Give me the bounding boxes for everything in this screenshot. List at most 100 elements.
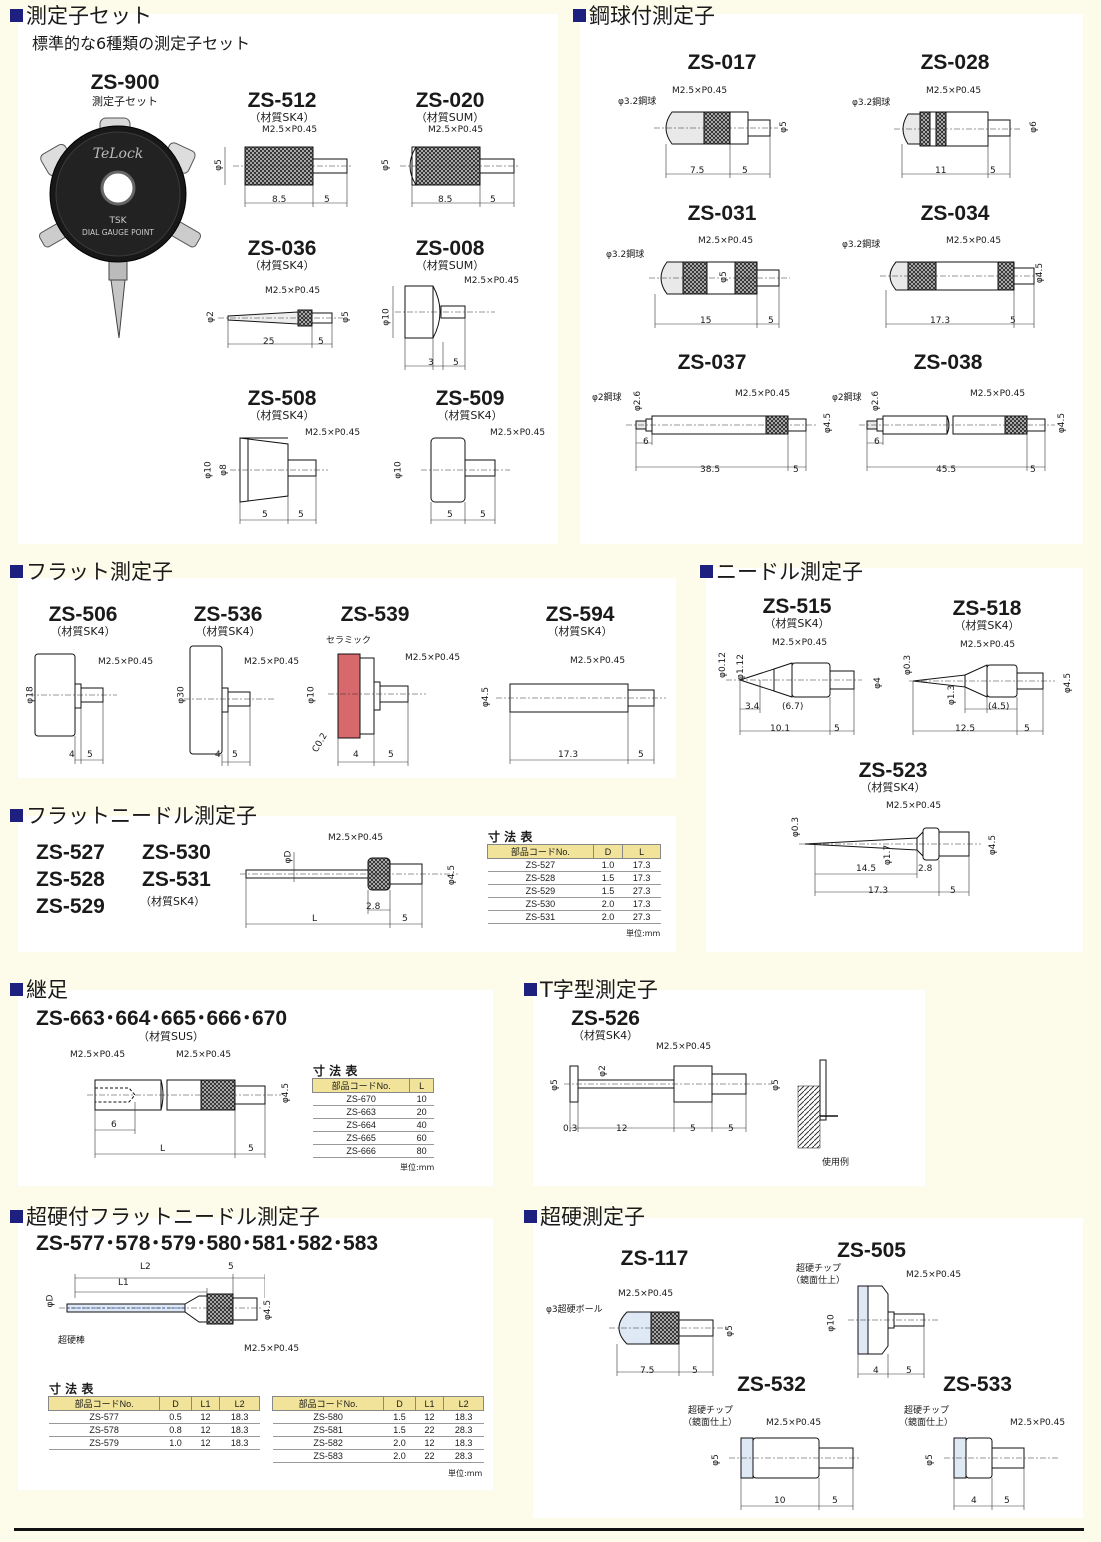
zs034-len2: 5 <box>1010 316 1016 326</box>
zs034-drawing <box>880 261 1044 328</box>
zs523-tip-dia: φ0.3 <box>791 816 802 838</box>
flat-needle-material: （材質SK4） <box>140 895 206 908</box>
extension-table-title: 寸 法 表 <box>313 1064 358 1078</box>
zs515-dia: φ4 <box>872 677 883 689</box>
extension-len-bore: 6 <box>111 1120 117 1130</box>
square-bullet-icon <box>700 565 713 578</box>
carbide-flat-needle-drawing <box>59 1274 265 1325</box>
extension-material: （材質SUS） <box>138 1030 205 1043</box>
square-bullet-icon <box>573 9 586 22</box>
zs036-len1: 25 <box>263 337 275 347</box>
zs539-thread-dim: M2.5×P0.45 <box>405 653 461 663</box>
zs037-len2: 5 <box>793 465 799 475</box>
zs539-ceramic: セラミック <box>326 636 372 646</box>
zs594-len2: 5 <box>638 750 644 760</box>
zs008-len1: 3 <box>428 358 434 368</box>
carbide-needle-len-l2: L2 <box>140 1262 151 1272</box>
zs509-len1: 5 <box>447 510 453 520</box>
section-title-carbide-flat-needle: 超硬付フラットニードル測定子 <box>10 1205 320 1229</box>
zs536-drawing <box>184 645 276 766</box>
model-zs034: ZS-034 <box>920 202 990 225</box>
zs031-thread-dim: M2.5×P0.45 <box>698 236 754 246</box>
zs508-inner-dia: φ8 <box>218 464 229 476</box>
extension-dia: φ4.5 <box>281 1082 292 1104</box>
zs594-dia: φ4.5 <box>481 686 492 708</box>
zs038-len1: 45.5 <box>936 465 957 475</box>
zs036-len2: 5 <box>318 337 324 347</box>
zs518-tip-dia: φ0.3 <box>903 654 914 676</box>
zs505-drawing <box>848 1285 940 1378</box>
flat-needle-len2: 5 <box>402 914 408 924</box>
zs523-len-needle: 14.5 <box>856 864 877 874</box>
zs515-neck-dia: φ1.12 <box>735 654 746 680</box>
zs533-dia: φ5 <box>924 1454 935 1466</box>
zs512-thread-dim: M2.5×P0.45 <box>262 125 318 135</box>
square-bullet-icon <box>10 983 23 996</box>
zs031-len1: 15 <box>700 316 712 326</box>
zs037-ball: φ2鋼球 <box>592 393 622 403</box>
section-title-tip-set: 測定子セット <box>10 4 152 28</box>
model-zs532: ZS-532 <box>737 1373 806 1396</box>
model-zs531: ZS-531 <box>142 868 211 891</box>
zs117-dia: φ5 <box>724 1325 735 1337</box>
model-zs506: ZS-506 <box>48 603 118 626</box>
carbide-needle-len-l1: L1 <box>118 1278 129 1288</box>
zs037-dia: φ4.5 <box>823 412 834 434</box>
zs008-len2: 5 <box>453 358 459 368</box>
zs505-thread-dim: M2.5×P0.45 <box>906 1270 962 1280</box>
model-zs530: ZS-530 <box>142 841 211 864</box>
zs037-len-tip: 6 <box>643 437 649 447</box>
model-zs594: ZS-594 <box>545 603 615 626</box>
square-bullet-icon <box>10 809 23 822</box>
model-zs900-desc: 測定子セット <box>92 95 158 108</box>
zs518-len1: 12.5 <box>955 724 976 734</box>
model-zs900: ZS-900 <box>90 71 160 94</box>
zs533-drawing <box>944 1437 1060 1510</box>
zs017-len1: 7.5 <box>690 166 705 176</box>
flat-needle-table-unit: 単位:mm <box>626 929 661 938</box>
zs532-chip-finish: （鏡面仕上） <box>683 1418 738 1428</box>
zs526-shaft-dia: φ2 <box>597 1065 608 1077</box>
zs034-thread-dim: M2.5×P0.45 <box>946 236 1002 246</box>
model-zs536: ZS-536 <box>193 603 263 626</box>
model-carbide-flat-needle: ZS-577･578･579･580･581･582･583 <box>36 1232 379 1255</box>
model-zs031: ZS-031 <box>687 202 757 225</box>
model-zs020-material: （材質SUM） <box>415 111 485 124</box>
zs526-thread-dim: M2.5×P0.45 <box>656 1042 712 1052</box>
zs020-thread-dim: M2.5×P0.45 <box>428 125 484 135</box>
zs523-len-collar: 2.8 <box>918 864 933 874</box>
zs028-drawing <box>894 111 1022 178</box>
zs117-len1: 7.5 <box>640 1366 655 1376</box>
model-zs036: ZS-036 <box>247 237 317 260</box>
zs037-drawing <box>626 415 816 471</box>
page-bottom-rule <box>14 1528 1084 1531</box>
dial-line1-text: TSK <box>108 216 127 226</box>
zs008-dia: φ10 <box>381 308 392 326</box>
zs034-ball: φ3.2鋼球 <box>842 240 881 250</box>
carbide-needle-dia: φ4.5 <box>263 1299 274 1321</box>
square-bullet-icon <box>524 983 537 996</box>
zs515-thread-dim: M2.5×P0.45 <box>772 638 828 648</box>
model-zs528: ZS-528 <box>36 868 105 891</box>
table-header-row: 部品コードNo.L <box>311 1078 434 1093</box>
zs509-thread-dim: M2.5×P0.45 <box>490 428 546 438</box>
extension-len-l: L <box>160 1144 166 1154</box>
carbide-needle-len-thread: 5 <box>228 1262 234 1272</box>
zs038-len-tip: 6 <box>874 437 880 447</box>
model-zs508: ZS-508 <box>247 387 317 410</box>
zs533-thread-dim: M2.5×P0.45 <box>1010 1418 1066 1428</box>
zs518-neck-dia: φ1.3 <box>947 684 958 706</box>
extension-drawing <box>87 1079 281 1158</box>
zs028-ball: φ3.2鋼球 <box>852 98 891 108</box>
zs117-len2: 5 <box>692 1366 698 1376</box>
zs515-len-taper: (6.7) <box>782 702 804 712</box>
